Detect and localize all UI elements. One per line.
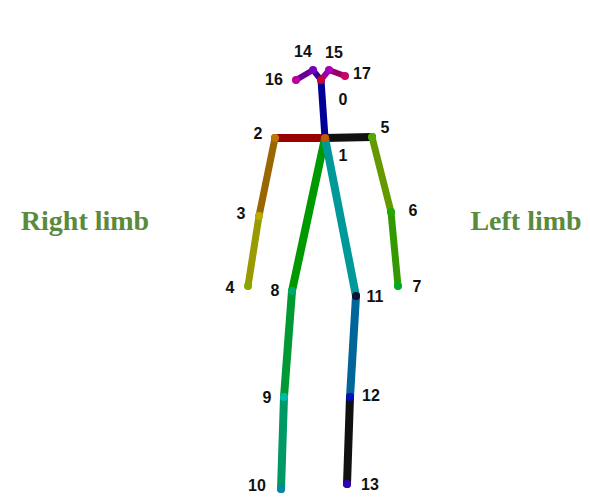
joint <box>288 287 296 295</box>
bone <box>325 138 356 296</box>
keypoint-number: 10 <box>248 478 266 494</box>
joint <box>346 393 354 401</box>
bone <box>284 291 292 397</box>
keypoint-number: 5 <box>381 120 390 136</box>
keypoint-number: 14 <box>294 44 312 60</box>
side-caption: Right limb <box>21 207 149 235</box>
keypoint-number: 8 <box>271 283 280 299</box>
keypoint-number: 16 <box>265 72 283 88</box>
bone <box>391 212 398 286</box>
keypoint-number: 4 <box>226 280 235 296</box>
bone <box>347 397 350 484</box>
joint <box>277 485 285 493</box>
keypoint-number: 15 <box>325 45 343 61</box>
joint <box>343 480 351 488</box>
joint <box>292 76 300 84</box>
bone <box>372 137 391 212</box>
joint <box>280 393 288 401</box>
keypoint-number: 2 <box>254 126 263 142</box>
joint <box>368 133 376 141</box>
joint <box>341 72 349 80</box>
keypoint-number: 0 <box>339 92 348 108</box>
side-caption: Left limb <box>470 207 581 235</box>
joint <box>244 282 252 290</box>
joint <box>271 134 279 142</box>
keypoint-number: 11 <box>367 289 384 305</box>
keypoint-number: 1 <box>339 148 348 164</box>
bone <box>275 134 325 142</box>
bone <box>281 397 284 489</box>
bone <box>292 138 325 291</box>
keypoint-number: 7 <box>413 279 422 295</box>
bone <box>325 137 372 138</box>
bone <box>321 80 325 138</box>
joint <box>394 282 402 290</box>
keypoint-number: 9 <box>263 390 272 406</box>
joint <box>387 208 395 216</box>
bone <box>350 296 356 397</box>
keypoint-number: 13 <box>361 477 379 493</box>
joint <box>352 292 360 300</box>
joint <box>317 76 325 84</box>
keypoint-number: 17 <box>353 66 371 82</box>
joint <box>321 134 329 142</box>
keypoint-number: 6 <box>409 203 418 219</box>
keypoint-number: 3 <box>237 206 246 222</box>
joint <box>325 66 333 74</box>
joint <box>309 66 317 74</box>
joint <box>255 212 263 220</box>
bone <box>248 216 259 286</box>
keypoint-number: 12 <box>362 388 380 404</box>
bone <box>259 138 275 216</box>
